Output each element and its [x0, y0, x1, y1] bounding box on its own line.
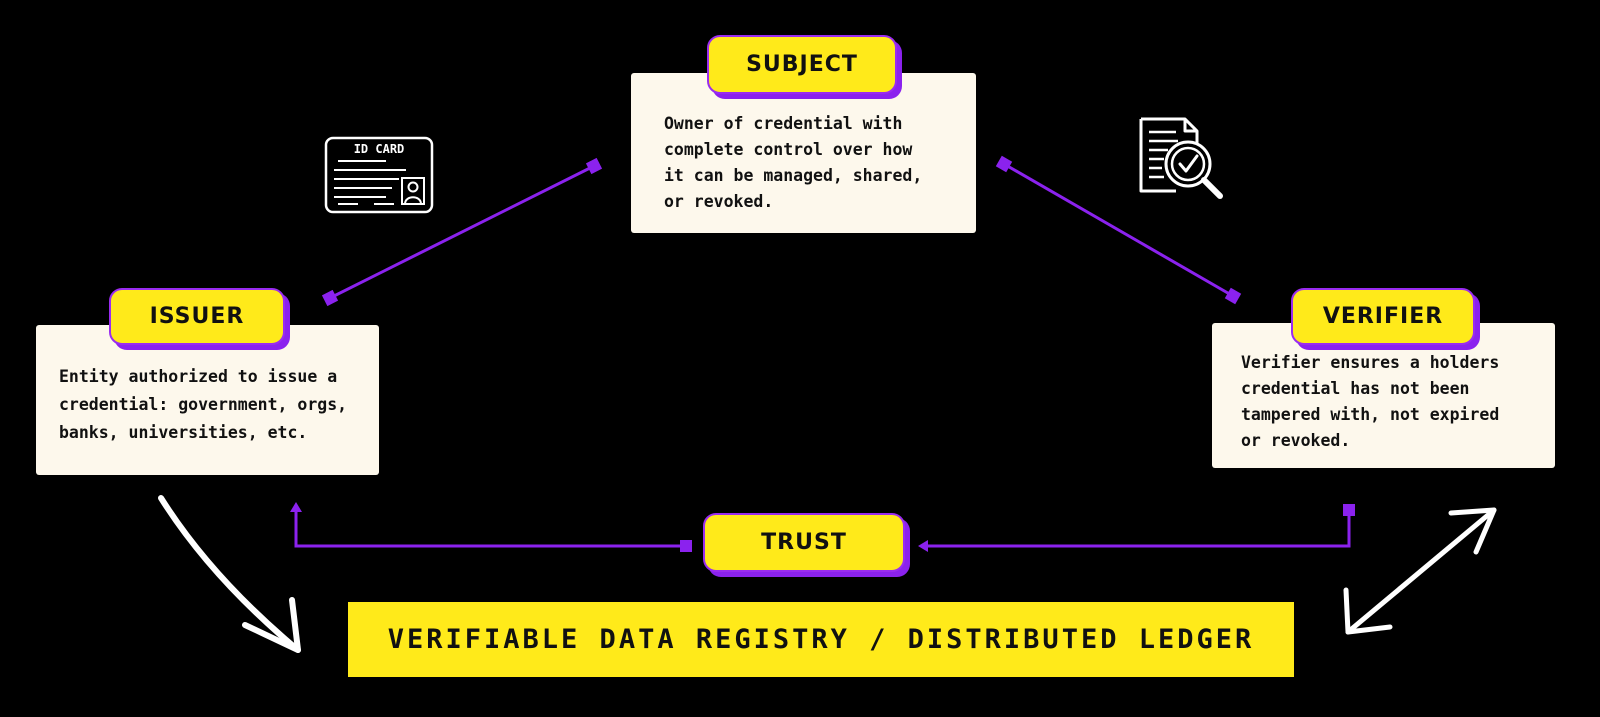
registry-banner: VERIFIABLE DATA REGISTRY / DISTRIBUTED L… [348, 602, 1294, 677]
verifier-card: Verifier ensures a holders credential ha… [1212, 323, 1555, 468]
trust-issuer-connector [290, 502, 692, 552]
verifier-trust-connector [918, 504, 1355, 552]
issuer-card: Entity authorized to issue a credential:… [36, 325, 379, 475]
document-check-icon [1139, 117, 1223, 199]
issuer-label: ISSUER [109, 288, 285, 345]
verifier-description: Verifier ensures a holders credential ha… [1241, 353, 1500, 450]
id-card-icon-label: ID CARD [354, 142, 405, 156]
subject-card: Owner of credential with complete contro… [631, 73, 976, 233]
trust-label: TRUST [703, 513, 905, 572]
issuer-registry-arrow [158, 495, 301, 653]
verifier-label: VERIFIER [1291, 288, 1475, 345]
subject-description: Owner of credential with complete contro… [664, 114, 923, 211]
issuer-subject-connector [321, 157, 603, 307]
issuer-description: Entity authorized to issue a credential:… [59, 367, 348, 442]
registry-verifier-arrow [1343, 507, 1497, 635]
subject-label: SUBJECT [707, 35, 897, 94]
subject-verifier-connector [995, 155, 1242, 305]
id-card-icon: ID CARD [324, 136, 434, 214]
